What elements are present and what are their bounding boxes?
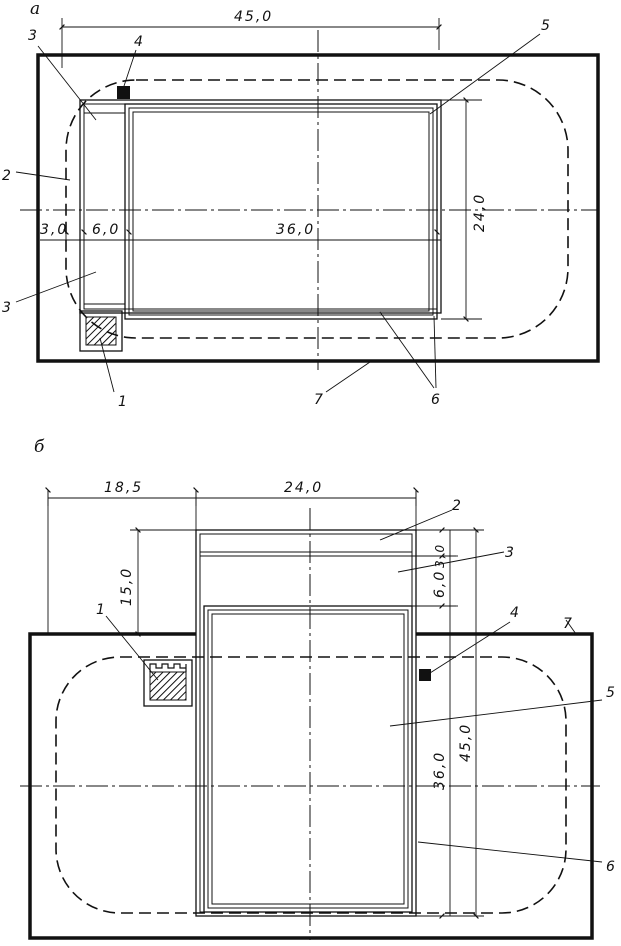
panel-b-sheet-outer (203, 605, 413, 913)
panel-a-sheet-outer (124, 103, 438, 320)
panel-b-letter: б (34, 437, 45, 457)
panel-b-callout-5: 5 (606, 685, 615, 701)
panel-a-contour (65, 79, 569, 339)
panel-a-sheet-inner (132, 111, 430, 312)
panel-b-dim-offset: 18,5 (104, 480, 143, 496)
panel-a-callout-1: 1 (118, 394, 127, 410)
panel-b-callout-4: 4 (510, 605, 519, 621)
panel-b-leader-2 (379, 509, 453, 541)
panel-b-contour (55, 656, 567, 914)
panel-b-callout-6: 6 (606, 859, 615, 875)
panel-b-sheet-mid (207, 609, 409, 909)
panel-b-leader-5 (389, 699, 603, 727)
panel-b-tag-outer (143, 659, 193, 707)
panel-a-leader-3a (37, 45, 97, 121)
panel-a-callout-5: 5 (541, 18, 550, 34)
panel-a-leader-6 (433, 315, 437, 389)
panel-b-leader-4 (429, 621, 511, 674)
panel-a-frame-inner (83, 103, 438, 310)
panel-b-callout-1: 1 (96, 602, 105, 618)
panel-a-marker-square (117, 86, 130, 99)
panel-a-dim-length: 45,0 (234, 9, 273, 25)
panel-a-leader-2 (15, 171, 71, 181)
panel-b-callout-3: 3 (505, 545, 514, 561)
panel-b-leader-6 (417, 841, 603, 863)
panel-b-leader-7 (565, 619, 577, 635)
panel-a-dim-left-margin: 3,0 (40, 222, 68, 238)
panel-a-leader-7 (325, 361, 371, 393)
panel-b-marker-square (419, 669, 431, 681)
panel-b-callout-2: 2 (452, 498, 461, 514)
panel-b-frame-inner (199, 533, 413, 913)
panel-a-callout-6: 6 (431, 392, 440, 408)
panel-b-dim-strip-top: 3,0 (433, 543, 447, 568)
panel-a-leader-3b (15, 271, 97, 303)
panel-a-tag-outer (79, 310, 123, 352)
panel-b-tag-inner (149, 671, 187, 701)
panel-b-leader-1 (105, 615, 159, 681)
panel-b-sheet-inner (211, 613, 405, 905)
panel-a-callout-3a: 3 (28, 28, 37, 44)
panel-b-frame-outer (195, 529, 417, 917)
panel-a-leader-4 (123, 49, 137, 87)
panel-b-dim-width: 24,0 (284, 480, 323, 496)
panel-b-dim-main: 36,0 (432, 751, 448, 790)
panel-a-leader-6 (379, 311, 435, 389)
panel-a-callout-2: 2 (2, 168, 11, 184)
panel-a-sheet-mid (128, 107, 434, 316)
panel-a-dim-width: 24,0 (472, 193, 488, 232)
panel-b-dim-length: 45,0 (458, 723, 474, 762)
panel-b-dim-strip-mid: 6,0 (432, 570, 448, 598)
panel-a-callout-3b: 3 (2, 300, 11, 316)
panel-a-dim-edge-strip: 6,0 (92, 222, 120, 238)
panel-b-tag-crenel (149, 663, 187, 672)
panel-a-leader-1 (99, 337, 115, 393)
panel-a-letter: а (30, 0, 40, 19)
panel-a-tag-inner (85, 316, 117, 346)
panel-a-dim-main: 36,0 (276, 222, 315, 238)
panel-b-callout-7: 7 (563, 616, 572, 632)
panel-a: а 45,0 24,0 (2, 0, 600, 410)
panel-b-slab (28, 632, 594, 940)
panel-a-callout-7: 7 (314, 392, 323, 408)
panel-a-leader-5 (429, 33, 541, 115)
panel-a-callout-4: 4 (134, 34, 143, 50)
panel-b-dim-overhang: 15,0 (119, 567, 135, 606)
panel-a-frame-outer (79, 99, 442, 314)
panel-b: б 18,5 24,0 15, (20, 437, 615, 940)
panel-b-leader-3 (397, 551, 505, 573)
